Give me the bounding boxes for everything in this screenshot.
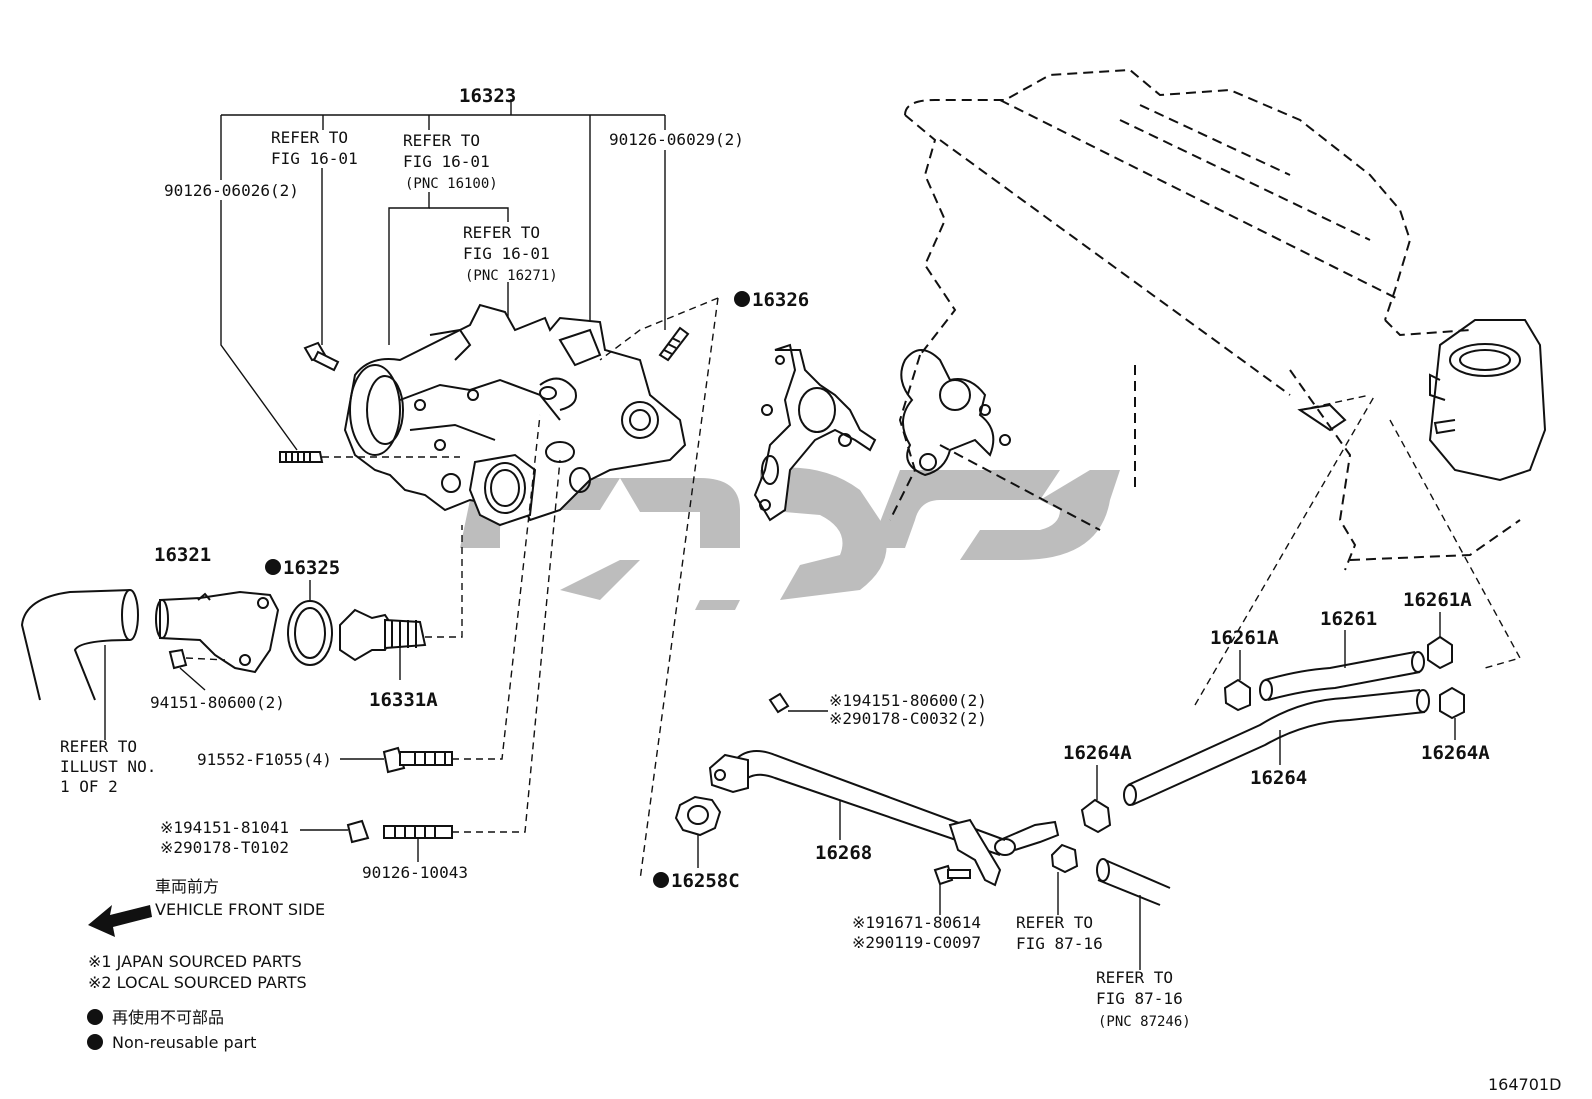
label-hose-ref-1: REFER TO [60,737,137,756]
legend-front-en: VEHICLE FRONT SIDE [155,900,325,919]
legend-dot-en [87,1034,103,1050]
label-ref-lower-2: FIG 16-01 [463,244,550,263]
watermark-logo [460,467,1120,610]
clamp-16261A-left [1223,650,1251,712]
clamp-16264A-left [1080,765,1112,834]
hose-16264 [1123,689,1430,806]
dashed-lines-right [1194,394,1522,706]
engine-block-outline [889,68,1547,571]
clamp-fig87-ref [1050,843,1079,915]
label-nut-small: 94151-80600(2) [150,693,285,712]
nonreusable-dot-16325 [265,559,281,575]
radiator-hose-left [20,589,139,740]
hose-fig87 [1096,858,1171,970]
legend-nonreuse-jp: 再使用不可部品 [112,1008,224,1027]
legend-japan: ※1 JAPAN SOURCED PARTS [88,952,302,971]
gasket-ring-16325 [287,580,333,666]
label-16264A-left: 16264A [1063,742,1132,764]
clamp-16264A-right [1439,686,1465,740]
legend-local: ※2 LOCAL SOURCED PARTS [88,973,307,992]
label-bolt: 91552-F1055(4) [197,750,332,769]
legend-front-jp: 車両前方 [155,877,219,896]
label-ref-mid-2: FIG 16-01 [403,152,490,171]
thermostat-16331A [339,525,463,680]
label-bolt2-l: ※290119-C0097 [852,933,981,952]
gasket-16258C [674,795,722,868]
label-hose-ref-2: ILLUST NO. [60,757,156,776]
bolt-upper-left [303,341,340,372]
nonreusable-dot-16258C [653,872,669,888]
label-fig87-a-1: REFER TO [1016,913,1093,932]
label-nut-j: ※194151-81041 [160,818,289,837]
label-fig87-b-3: (PNC 87246) [1098,1014,1191,1030]
label-16331A: 16331A [369,689,438,711]
label-16258C: 16258C [671,870,740,892]
label-fig87-b-1: REFER TO [1096,968,1173,987]
label-16264: 16264 [1250,767,1307,789]
label-16321: 16321 [154,544,211,566]
water-outlet-16321 [155,590,280,674]
label-16261: 16261 [1320,608,1377,630]
vehicle-front-arrow [88,905,152,937]
nut-small [168,648,226,691]
label-ref-mid-3: (PNC 16100) [405,176,498,192]
legend-dot-jp [87,1009,103,1025]
label-stud-left: 90126-06026(2) [164,181,299,200]
label-16261A-left: 16261A [1210,627,1279,649]
label-16268: 16268 [815,842,872,864]
label-pipe-nut-l: ※290178-C0032(2) [829,709,987,728]
label-ref-lower-1: REFER TO [463,223,540,242]
legend-nonreuse-en: Non-reusable part [112,1033,256,1052]
label-stud-bottom: 90126-10043 [362,863,468,882]
label-fig87-a-2: FIG 87-16 [1016,934,1103,953]
label-16325: 16325 [283,557,340,579]
label-16323: 16323 [459,85,516,107]
label-16264A-right: 16264A [1421,742,1490,764]
label-nut-l: ※290178-T0102 [160,838,289,857]
label-hose-ref-3: 1 OF 2 [60,777,118,796]
label-ref-mid-1: REFER TO [403,131,480,150]
leader-lines-top [220,99,666,458]
nonreusable-dot-16326 [734,291,750,307]
label-ref-lower-3: (PNC 16271) [465,268,558,284]
label-stud-right: 90126-06029(2) [609,130,744,149]
water-inlet-housing [343,303,687,527]
label-ref-left-1: REFER TO [271,128,348,147]
clamp-16261A-right [1427,612,1453,670]
label-16326: 16326 [752,289,809,311]
gasket-16326 [599,297,877,881]
label-fig87-b-2: FIG 87-16 [1096,989,1183,1008]
hose-16261 [1259,630,1425,701]
label-pipe-nut-j: ※194151-80600(2) [829,691,987,710]
bolt-91552 [340,414,541,774]
water-pipe-16268 [708,692,1060,915]
nut-stud-bottom [300,459,561,862]
stud-right-part [658,326,690,362]
figure-id: 164701D [1488,1075,1561,1094]
label-ref-left-2: FIG 16-01 [271,149,358,168]
stud-left-part [279,451,324,463]
label-bolt2-j: ※191671-80614 [852,913,981,932]
label-16261A-right: 16261A [1403,589,1472,611]
